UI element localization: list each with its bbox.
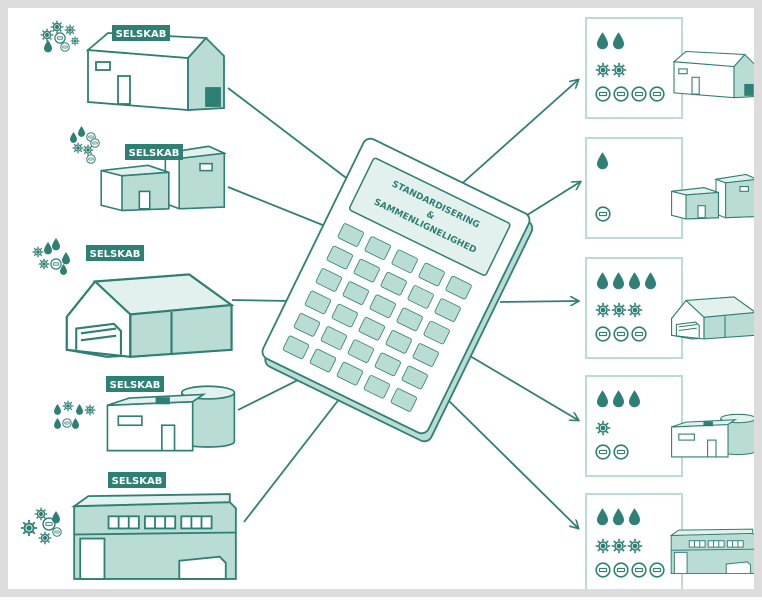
input-line-2	[227, 186, 341, 233]
result-panels	[585, 17, 758, 595]
calculator-key	[304, 290, 332, 315]
calculator-key	[369, 294, 396, 318]
company-tag	[108, 472, 166, 488]
company-label: SELSKAB	[90, 249, 141, 260]
calculator-key	[353, 258, 380, 283]
calculator-key	[347, 339, 374, 363]
input-line-1	[227, 87, 363, 191]
company-tag	[112, 25, 170, 41]
calculator-key	[337, 223, 364, 247]
source-company-2: SELSKAB	[70, 126, 226, 212]
output-arrow-3	[499, 301, 578, 302]
output-arrow-5	[445, 397, 578, 528]
calculator-key	[342, 281, 369, 305]
calculator-key	[315, 268, 342, 292]
calculator-key	[407, 285, 434, 309]
company-label: SELSKAB	[129, 148, 180, 159]
calculator-key	[385, 330, 412, 354]
calculator-key	[396, 307, 423, 332]
company-label: SELSKAB	[112, 476, 163, 487]
output-arrow-4	[469, 355, 578, 420]
result-panel-2	[585, 137, 758, 239]
company-label: SELSKAB	[110, 380, 161, 391]
calculator-keypad	[282, 223, 472, 412]
calculator-key	[412, 343, 439, 367]
result-panel-5	[585, 493, 757, 595]
calculator-display-text: &	[424, 210, 436, 222]
calculator-key	[401, 365, 428, 390]
calculator-key	[364, 236, 391, 260]
calculator-key	[434, 298, 461, 322]
calculator-key	[358, 316, 385, 341]
source-company-4: SELSKAB	[54, 376, 236, 452]
input-line-5	[243, 397, 341, 523]
calculator-key	[418, 262, 445, 287]
output-arrow-1	[447, 80, 578, 197]
calculator-key	[320, 326, 348, 350]
source-company-3: SELSKAB	[32, 238, 233, 358]
input-line-4	[237, 377, 303, 411]
calculator-body: STANDARDISERING&SAMMENLIGNELIGHED	[261, 137, 534, 443]
input-line-3	[231, 299, 291, 302]
calculator-key	[336, 361, 364, 386]
company-label: SELSKAB	[116, 29, 167, 40]
calculator-key	[282, 335, 310, 360]
source-company-1: SELSKAB	[40, 20, 225, 111]
calculator-key	[380, 272, 407, 296]
result-panel-3	[585, 257, 757, 359]
source-companies: SELSKAB SELSKAB SELSKAB SELSKAB SELSKAB	[20, 20, 237, 580]
result-panel-1	[585, 17, 757, 119]
calculator-key	[445, 275, 472, 300]
calculator-key	[331, 303, 358, 328]
calculator-key	[374, 352, 401, 377]
result-panel-4	[585, 375, 757, 477]
calculator-key	[423, 320, 450, 345]
calculator-display	[348, 157, 511, 276]
calculator-key	[309, 348, 337, 373]
calculator-key	[363, 375, 390, 399]
source-company-5: SELSKAB	[20, 472, 237, 580]
calculator-key	[293, 313, 321, 337]
company-tag	[86, 245, 144, 261]
calculator-key	[326, 245, 353, 270]
calculator: STANDARDISERING&SAMMENLIGNELIGHED	[261, 137, 534, 443]
calculator-key	[391, 249, 418, 274]
calculator-key	[390, 388, 417, 412]
flow-lines	[227, 80, 580, 528]
company-tag	[106, 376, 164, 392]
company-tag	[125, 144, 183, 160]
